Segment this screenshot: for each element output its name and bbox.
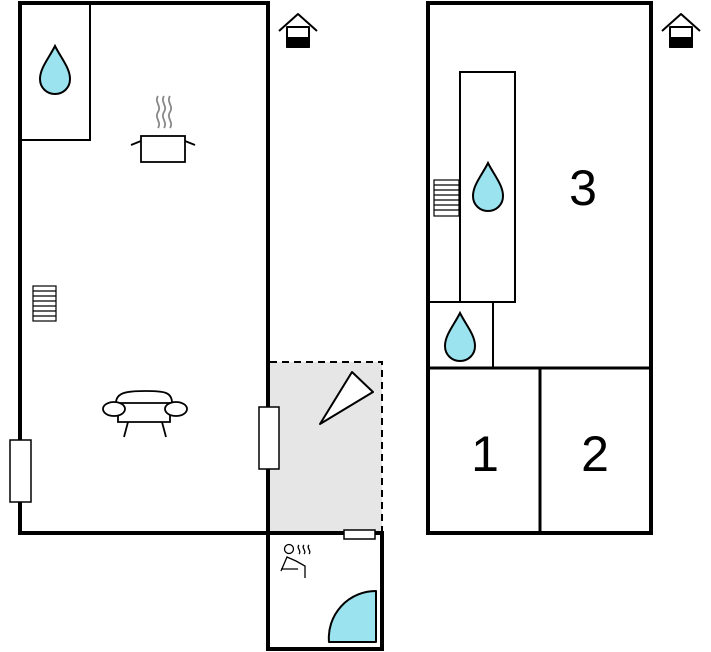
bathroom-wall [20,3,91,141]
terrace [270,361,383,531]
room-label-3: 3 [569,160,597,216]
stairs-icon [433,179,460,217]
terrace-dashed-border [270,361,383,531]
room-label-2: 2 [581,426,609,482]
terrace-icon [319,371,374,425]
sofa-icon [102,390,188,438]
house-icon [661,13,701,48]
sauna-icon [280,543,311,578]
cooking-pot-icon [130,95,196,163]
sauna-door [343,529,376,540]
house-icon [278,13,318,48]
terrace-door [258,406,280,470]
room-label-1: 1 [471,426,499,482]
shower-cabin-icon [327,589,377,643]
small-bathroom-wall [428,301,494,368]
stairs-icon [32,285,57,322]
sauna-room [266,529,384,651]
right-building [426,1,653,535]
left-window [9,439,32,503]
